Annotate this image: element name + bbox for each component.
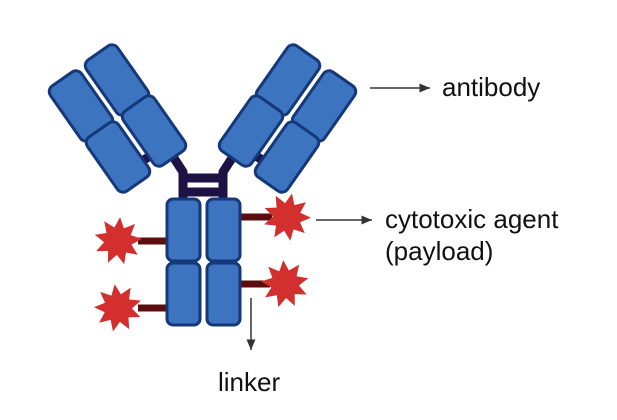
payload-label-line1: cytotoxic agent bbox=[385, 204, 559, 234]
linker-label: linker bbox=[218, 367, 281, 397]
left-light-constant-domain bbox=[84, 120, 152, 194]
left-heavy-constant-domain bbox=[120, 94, 188, 168]
fc-region bbox=[165, 197, 242, 327]
payload-star-right-top bbox=[264, 193, 311, 241]
fc-left-ch2-domain bbox=[165, 197, 202, 263]
fc-right-ch2-domain bbox=[205, 197, 242, 263]
right-light-constant-domain bbox=[253, 120, 321, 194]
linkers bbox=[138, 213, 272, 312]
payload-label-line2: (payload) bbox=[385, 236, 494, 266]
payload-star-left-bottom bbox=[94, 284, 141, 332]
fc-left-ch3-domain bbox=[165, 261, 202, 327]
antibody-label: antibody bbox=[442, 72, 541, 102]
payload-star-left-top bbox=[94, 217, 142, 265]
fc-right-ch3-domain bbox=[205, 261, 242, 327]
right-heavy-constant-domain bbox=[217, 94, 285, 168]
payload-star-right-bottom bbox=[261, 260, 309, 308]
right-fab-arm bbox=[217, 43, 358, 194]
left-fab-arm bbox=[47, 43, 188, 194]
payloads bbox=[94, 193, 311, 332]
